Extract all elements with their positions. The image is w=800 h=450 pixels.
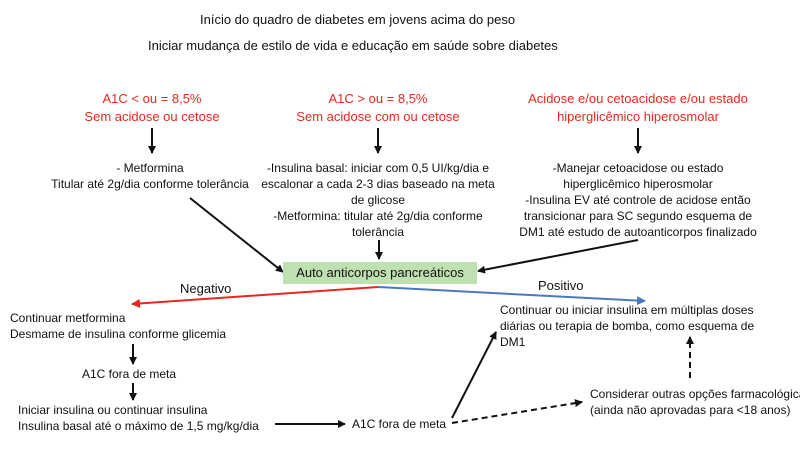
neg-step1-line: Continuar metformina: [10, 311, 126, 325]
neg-step3-line: Iniciar insulina ou continuar insulina: [18, 403, 208, 417]
neg-step3-line: Insulina basal até o máximo de 1,5 mg/kg…: [18, 419, 259, 433]
col1-treatment: - Metformina Titular até 2g/dia conforme…: [20, 160, 280, 192]
header-line-2: Iniciar mudança de estilo de vida e educ…: [148, 38, 558, 53]
positive-line: diárias ou terapia de bomba, como esquem…: [500, 319, 755, 333]
col2-cond-line2: Sem acidose com ou cetose: [296, 109, 460, 124]
col2-treatment: -Insulina basal: iniciar com 0,5 UI/kg/d…: [248, 160, 508, 240]
col2-treat-line: de glicose: [350, 193, 406, 207]
col2-treat-line: -Insulina basal: iniciar com 0,5 UI/kg/d…: [266, 161, 490, 175]
arrow-col3-to-node: [477, 239, 639, 274]
col1-condition: A1C < ou = 8,5% Sem acidose ou cetose: [62, 90, 242, 126]
positive-label: Positivo: [538, 278, 584, 293]
positive-line: DM1: [500, 335, 526, 349]
arrow-negative: [131, 286, 379, 308]
header-line-1: Início do quadro de diabetes em jovens a…: [200, 12, 516, 27]
col1-treat-line: Titular até 2g/dia conforme tolerância: [51, 177, 249, 191]
col3-treat-line: -Insulina EV até controle de acidose ent…: [525, 193, 751, 207]
neg-step1: Continuar metformina Desmame de insulina…: [10, 310, 226, 342]
other-options-line: (ainda não aprovadas para <18 anos): [590, 403, 791, 417]
neg-step3: Iniciar insulina ou continuar insulina I…: [18, 402, 259, 434]
col3-treat-line: DM1 até estudo de autoanticorpos finaliz…: [519, 225, 757, 239]
positive-treatment: Continuar ou iniciar insulina em múltipl…: [500, 302, 754, 350]
col1-cond-line2: Sem acidose ou cetose: [84, 109, 220, 124]
col2-treat-line: tolerância: [351, 225, 405, 239]
col3-treat-line: transicionar para SC segundo esquema de: [523, 209, 753, 223]
other-options-line: Considerar outras opções farmacológicas: [590, 387, 800, 401]
arrow-step4-to-positive: [451, 331, 497, 419]
neg-step4: A1C fora de meta: [352, 417, 447, 431]
neg-step1-line: Desmame de insulina conforme glicemia: [10, 327, 227, 341]
col2-condition: A1C > ou = 8,5% Sem acidose com ou cetos…: [268, 90, 488, 126]
arrow-positive: [377, 286, 646, 306]
col3-treat-line: hiperglicêmico hiperosmolar: [563, 177, 713, 191]
col3-treatment: -Manejar cetoacidose ou estado hiperglic…: [508, 160, 768, 240]
neg-step2: A1C fora de meta: [82, 367, 177, 381]
positive-line: Continuar ou iniciar insulina em múltipl…: [500, 303, 754, 317]
col1-cond-line1: A1C < ou = 8,5%: [102, 91, 202, 106]
arrow-col1-to-node: [189, 197, 284, 273]
col3-cond-line1: Acidose e/ou cetoacidose e/ou estado: [528, 91, 748, 106]
col2-cond-line1: A1C > ou = 8,5%: [328, 91, 428, 106]
other-options: Considerar outras opções farmacológicas …: [590, 386, 800, 418]
arrow-step4-to-other: [451, 399, 583, 424]
col3-condition: Acidose e/ou cetoacidose e/ou estado hip…: [508, 90, 768, 126]
col1-treat-line: - Metformina: [116, 161, 184, 175]
negative-label: Negativo: [180, 281, 232, 296]
col2-treat-line: escalonar a cada 2-3 dias baseado na met…: [261, 177, 495, 191]
col3-cond-line2: hiperglicêmico hiperosmolar: [557, 109, 719, 124]
col3-treat-line: -Manejar cetoacidose ou estado: [552, 161, 724, 175]
autoantibodies-node: Auto anticorpos pancreáticos: [283, 262, 477, 284]
col2-treat-line: -Metformina: titular até 2g/dia conforme: [273, 209, 483, 223]
